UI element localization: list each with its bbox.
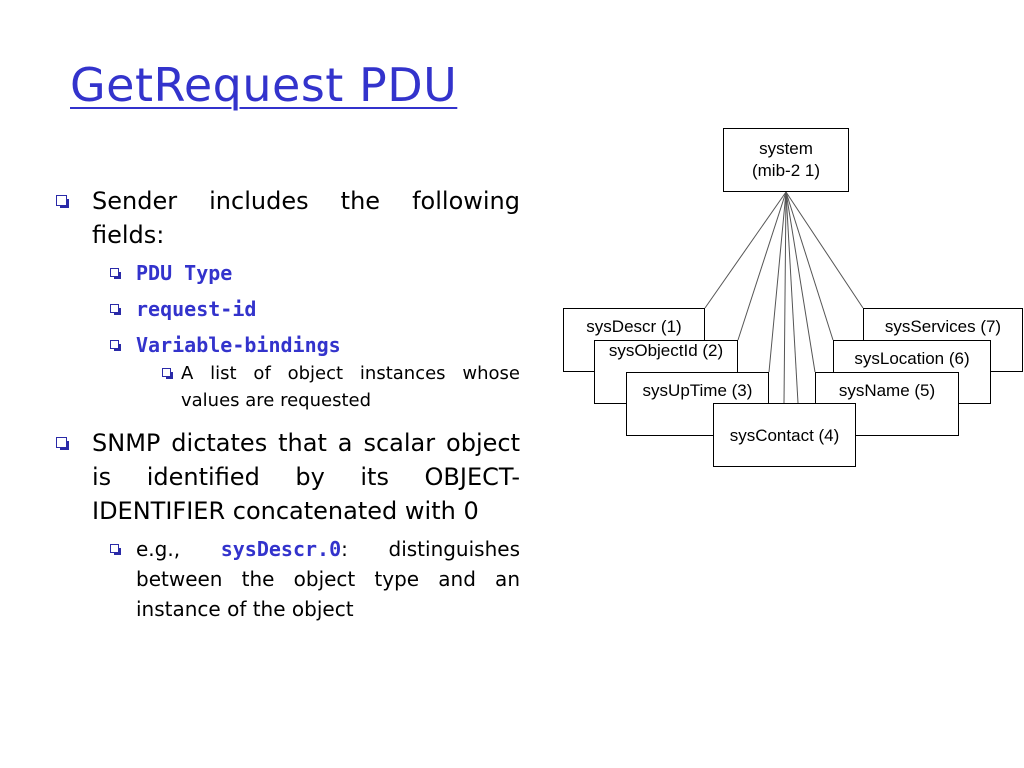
bullet-text-suffix: : distinguishes between the object type … — [136, 537, 520, 621]
square-bullet-icon — [110, 340, 119, 349]
square-bullet-icon — [110, 268, 119, 277]
bullet-text: Variable-bindings — [136, 333, 341, 357]
bullet-text: SNMP dictates that a scalar object is id… — [92, 429, 520, 525]
node-label: sysObjectId (2) — [608, 341, 724, 360]
edge-sysLocation — [785, 191, 834, 341]
square-bullet-icon — [162, 368, 171, 377]
slide-title: GetRequest PDU — [70, 58, 458, 112]
square-bullet-icon — [110, 304, 119, 313]
edge-sysObjectId — [737, 191, 787, 341]
node-sysContact: sysContact (4) — [713, 403, 856, 467]
node-system-line2: (mib-2 1) — [751, 161, 820, 180]
edge-sysName — [785, 191, 816, 373]
square-bullet-icon — [110, 544, 119, 553]
bullet-pdu-type: PDU Type — [50, 258, 520, 288]
node-label: sysDescr (1) — [586, 317, 682, 336]
node-label: sysContact (4) — [729, 426, 840, 445]
bullet-object-instances: A list of object instances whose values … — [50, 360, 520, 414]
node-label: sysServices (7) — [884, 317, 1002, 336]
bullet-request-id: request-id — [50, 294, 520, 324]
bullet-text-prefix: e.g., — [136, 537, 221, 561]
bullet-snmp-scalar: SNMP dictates that a scalar object is id… — [50, 426, 520, 528]
edge-sysUpTime — [768, 191, 787, 373]
bullet-code: sysDescr.0 — [220, 537, 342, 561]
square-bullet-icon — [56, 437, 67, 448]
bullet-example: e.g., sysDescr.0: distinguishes between … — [50, 534, 520, 624]
bullet-sender-fields: Sender includes the following fields: — [50, 184, 520, 252]
bullet-list: Sender includes the following fields: PD… — [50, 184, 520, 624]
edge-sysServices — [785, 191, 864, 309]
bullet-text: PDU Type — [136, 261, 233, 285]
edge-sysContact-b — [785, 191, 799, 404]
bullet-text: A list of object instances whose values … — [181, 363, 520, 411]
bullet-text: request-id — [136, 297, 257, 321]
node-label: sysName (5) — [838, 381, 936, 400]
edge-sysDescr — [704, 191, 787, 309]
node-label: sysUpTime (3) — [642, 381, 753, 400]
edge-sysContact-a — [783, 191, 787, 404]
node-system-line1: system — [759, 139, 813, 158]
node-label: sysLocation (6) — [854, 349, 970, 368]
bullet-variable-bindings: Variable-bindings — [50, 330, 520, 360]
bullet-text: Sender includes the following fields: — [92, 187, 520, 249]
square-bullet-icon — [56, 195, 67, 206]
node-system: system (mib-2 1) — [723, 128, 849, 192]
